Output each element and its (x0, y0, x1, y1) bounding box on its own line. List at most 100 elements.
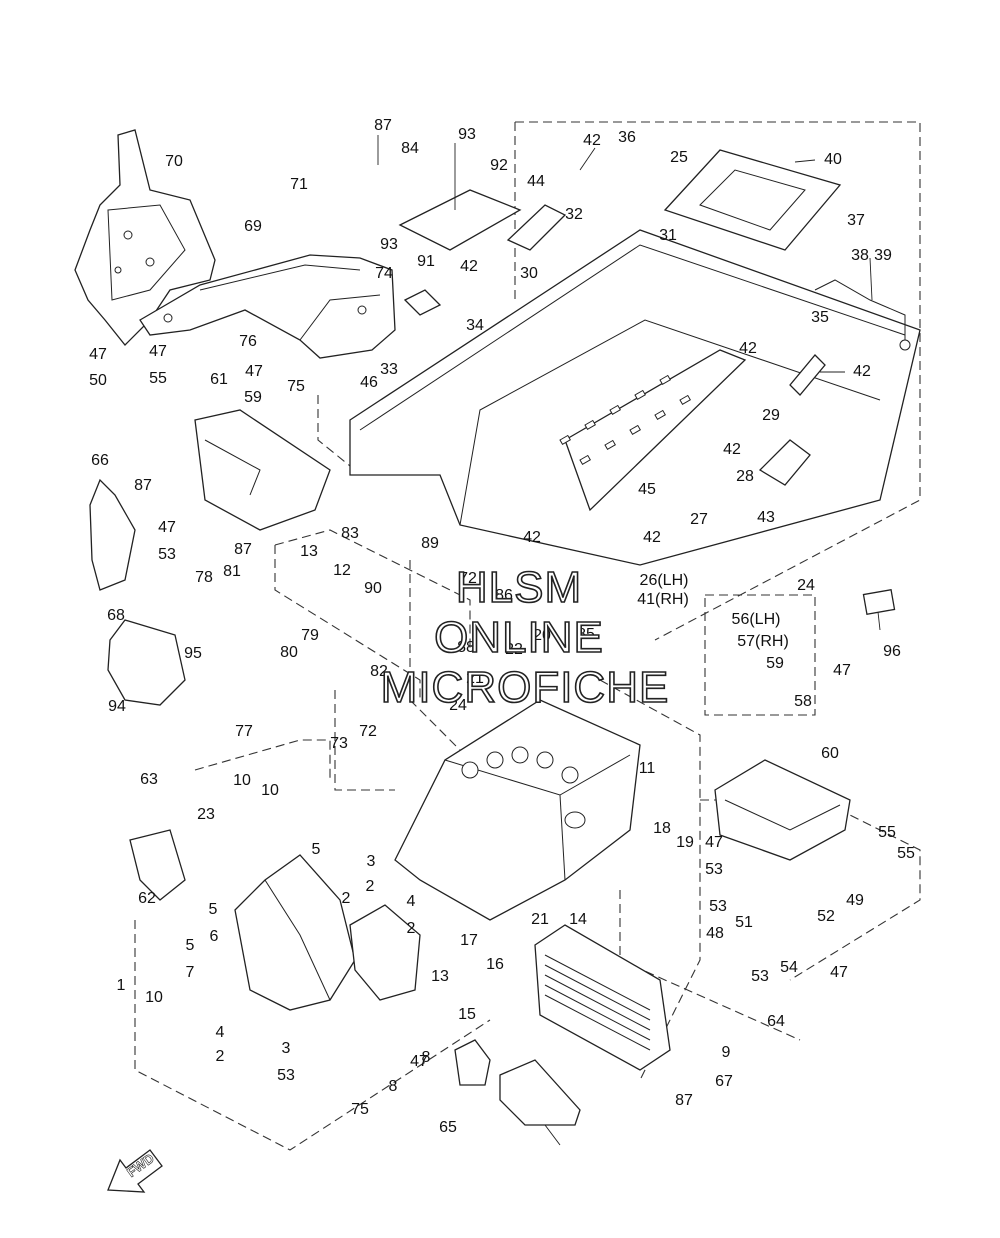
callout-number: 13 (300, 543, 318, 560)
callout-number: 69 (244, 218, 262, 235)
callout-number: 79 (301, 627, 319, 644)
callout-number: 74 (375, 265, 393, 282)
callout-number: 34 (466, 317, 484, 334)
callout-number: 83 (341, 525, 359, 542)
part-60-panel (714, 759, 851, 861)
callout-number: 41(RH) (637, 591, 689, 608)
callout-number: 93 (380, 236, 398, 253)
callout-number: 59 (766, 655, 784, 672)
part-front-frame (129, 829, 421, 1011)
callout-number: 47 (705, 834, 723, 851)
callout-number: 11 (639, 760, 656, 777)
callout-number: 93 (458, 126, 476, 143)
callout-number: 81 (223, 563, 241, 580)
part-14-heat-exchanger (534, 924, 671, 1071)
callout-number: 6 (210, 928, 219, 945)
callout-number: 37 (847, 212, 865, 229)
part-37-grab-bar (789, 279, 911, 396)
part-65 (499, 1059, 581, 1126)
part-67 (454, 1039, 491, 1086)
callout-number: 10 (145, 989, 163, 1006)
callout-number: 87 (234, 541, 252, 558)
callout-number: 86 (495, 587, 513, 604)
callout-number: 90 (364, 580, 382, 597)
callout-number: 21 (466, 670, 484, 687)
callout-number: 3 (282, 1040, 291, 1057)
callout-number: 49 (846, 892, 864, 909)
callout-number: 18 (653, 820, 671, 837)
watermark-line3: MICROFICHE (381, 663, 670, 712)
callout-number: 65 (439, 1119, 457, 1136)
leader-lines (377, 135, 881, 1146)
part-25-rear-plate (663, 149, 842, 251)
callout-number: 95 (184, 645, 202, 662)
fwd-arrow: FWD (107, 1149, 163, 1193)
callout-number: 16 (486, 956, 504, 973)
callout-number: 82 (370, 663, 388, 680)
callout-number: 59 (244, 389, 262, 406)
callout-number: 5 (209, 901, 218, 918)
part-44-footrest (506, 204, 567, 251)
part-91-clip (403, 289, 442, 316)
callout-number: 47 (410, 1053, 428, 1070)
callout-number: 10 (261, 782, 279, 799)
callout-number: 30 (520, 265, 538, 282)
callout-number: 10 (233, 772, 251, 789)
callout-number: 54 (780, 959, 798, 976)
callout-number: 24 (449, 697, 467, 714)
callout-number: 2 (366, 878, 375, 895)
callout-number: 12 (333, 562, 351, 579)
callout-number: 28 (736, 468, 754, 485)
callout-number: 53 (751, 968, 769, 985)
callout-number: 29 (762, 407, 780, 424)
callout-number: 63 (140, 771, 158, 788)
callout-number: 21 (531, 911, 549, 928)
callout-number: 51 (735, 914, 753, 931)
callout-number: 3 (367, 853, 376, 870)
callout-number: 87 (374, 117, 392, 134)
callout-number: 75 (287, 378, 305, 395)
tunnel-vent-holes (559, 374, 691, 466)
callout-number: 42 (523, 529, 541, 546)
callout-number: 9 (722, 1044, 731, 1061)
callout-number: 61 (210, 371, 228, 388)
callout-number: 4 (216, 1024, 225, 1041)
callout-number: 77 (235, 723, 253, 740)
callout-number: 26(LH) (640, 572, 689, 589)
part-70-front-bracket (74, 129, 216, 346)
callout-number: 80 (280, 644, 298, 661)
callout-number: 47 (833, 662, 851, 679)
callout-number: 68 (107, 607, 125, 624)
callout-number: 88 (457, 639, 475, 656)
callout-number: 47 (830, 964, 848, 981)
part-69-upper-frame (139, 254, 396, 359)
callout-number: 47 (149, 343, 167, 360)
part-96-label (862, 588, 896, 616)
callout-number: 31 (659, 227, 677, 244)
callout-number: 73 (330, 735, 348, 752)
callout-number: 40 (824, 151, 842, 168)
callout-number: 47 (245, 363, 263, 380)
callout-number: 89 (421, 535, 439, 552)
callout-number: 56(LH) (732, 611, 781, 628)
callout-number: 92 (490, 157, 508, 174)
part-66-cover (89, 478, 136, 591)
callout-number: 2 (216, 1048, 225, 1065)
callout-number: 27 (690, 511, 708, 528)
callout-number: 76 (239, 333, 257, 350)
watermark-line2: ONLINE (434, 613, 604, 662)
callout-number: 4 (407, 893, 416, 910)
callout-number: 72 (459, 570, 477, 587)
part-94-cover (107, 619, 186, 706)
callout-number: 46 (360, 374, 378, 391)
callout-number: 5 (312, 841, 321, 858)
callout-number: 53 (158, 546, 176, 563)
callout-number: 45 (638, 481, 656, 498)
callout-number: 2 (342, 890, 351, 907)
part-43-footrest (758, 439, 811, 486)
callout-number: 35 (811, 309, 829, 326)
callout-number: 72 (359, 723, 377, 740)
callout-number: 55 (878, 824, 896, 841)
callout-number: 42 (853, 363, 871, 380)
